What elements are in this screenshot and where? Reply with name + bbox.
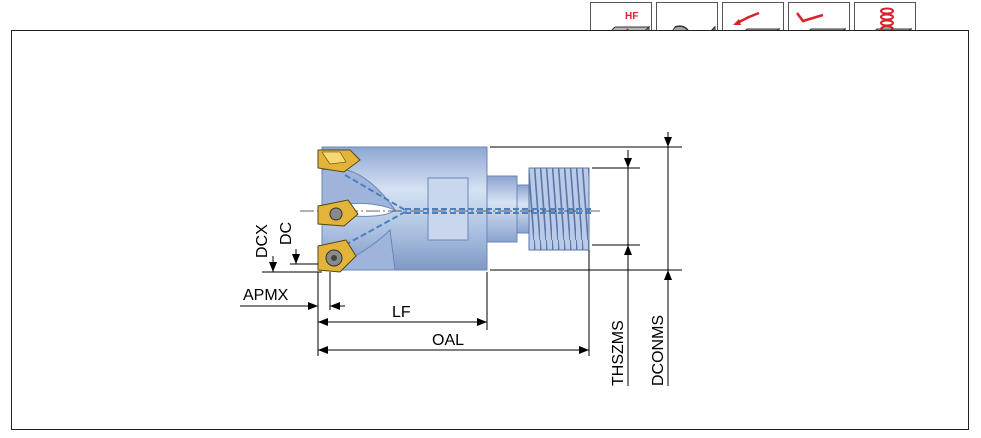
dim-label-oal: OAL xyxy=(432,332,464,349)
dim-label-lf: LF xyxy=(392,304,411,321)
coolant-channel xyxy=(344,174,592,246)
dim-label-apmx: APMX xyxy=(243,287,289,304)
hf-badge: HF xyxy=(625,11,638,22)
dim-label-dconms: DCONMS xyxy=(650,315,667,386)
cutting-insert xyxy=(317,149,361,273)
dim-label-dc: DC xyxy=(278,222,295,245)
dim-label-thszms: THSZMS xyxy=(610,320,627,386)
dim-label-dcx: DCX xyxy=(254,224,271,258)
